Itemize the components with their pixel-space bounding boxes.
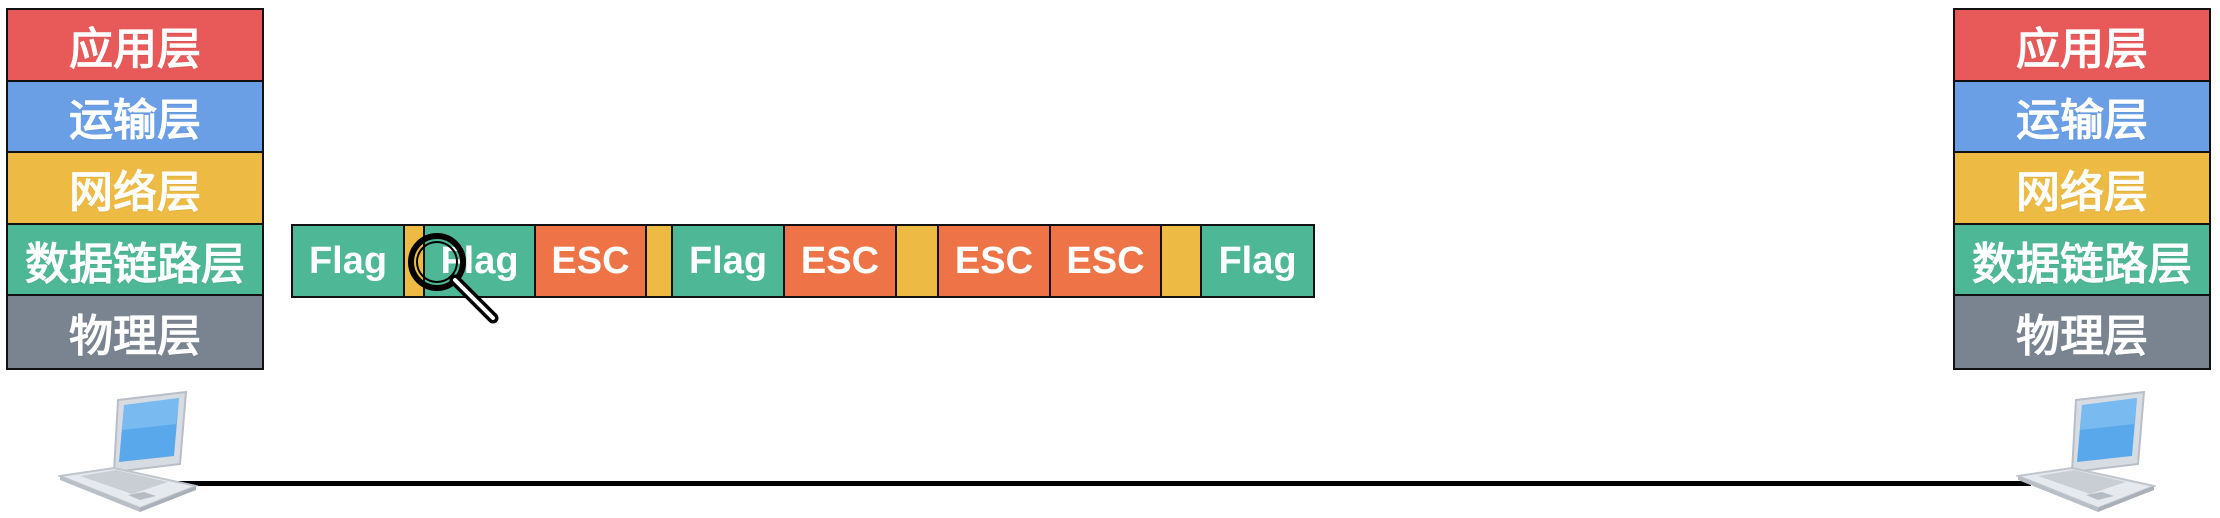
frame-cell-data (897, 226, 939, 296)
protocol-stack-left: 应用层 运输层 网络层 数据链路层 物理层 (6, 8, 264, 370)
frame-cell-flag: Flag (293, 226, 405, 296)
frame-cell-esc: ESC (536, 226, 647, 296)
layer-transport: 运输层 (8, 81, 262, 154)
frame-cell-flag: Flag (1202, 226, 1313, 296)
frame-cell-esc: ESC (1051, 226, 1162, 296)
layer-data-link: 数据链路层 (1955, 224, 2209, 297)
layer-physical: 物理层 (1955, 296, 2209, 368)
layer-transport: 运输层 (1955, 81, 2209, 154)
laptop-icon (56, 390, 200, 512)
layer-physical: 物理层 (8, 296, 262, 368)
frame-cell-esc: ESC (939, 226, 1051, 296)
frame-cell-data (1162, 226, 1202, 296)
frame-cell-flag: Flag (673, 226, 785, 296)
link-line (174, 481, 2031, 486)
layer-application: 应用层 (8, 10, 262, 82)
data-frame: Flag Flag ESC Flag ESC ESC ESC Flag (291, 224, 1315, 298)
layer-data-link: 数据链路层 (8, 224, 262, 297)
layer-network: 网络层 (8, 153, 262, 225)
frame-cell-esc: ESC (785, 226, 897, 296)
layer-application: 应用层 (1955, 10, 2209, 82)
magnifier-icon (403, 228, 505, 328)
frame-cell-data (647, 226, 673, 296)
layer-network: 网络层 (1955, 153, 2209, 225)
laptop-icon (2014, 390, 2158, 512)
protocol-stack-right: 应用层 运输层 网络层 数据链路层 物理层 (1953, 8, 2211, 370)
